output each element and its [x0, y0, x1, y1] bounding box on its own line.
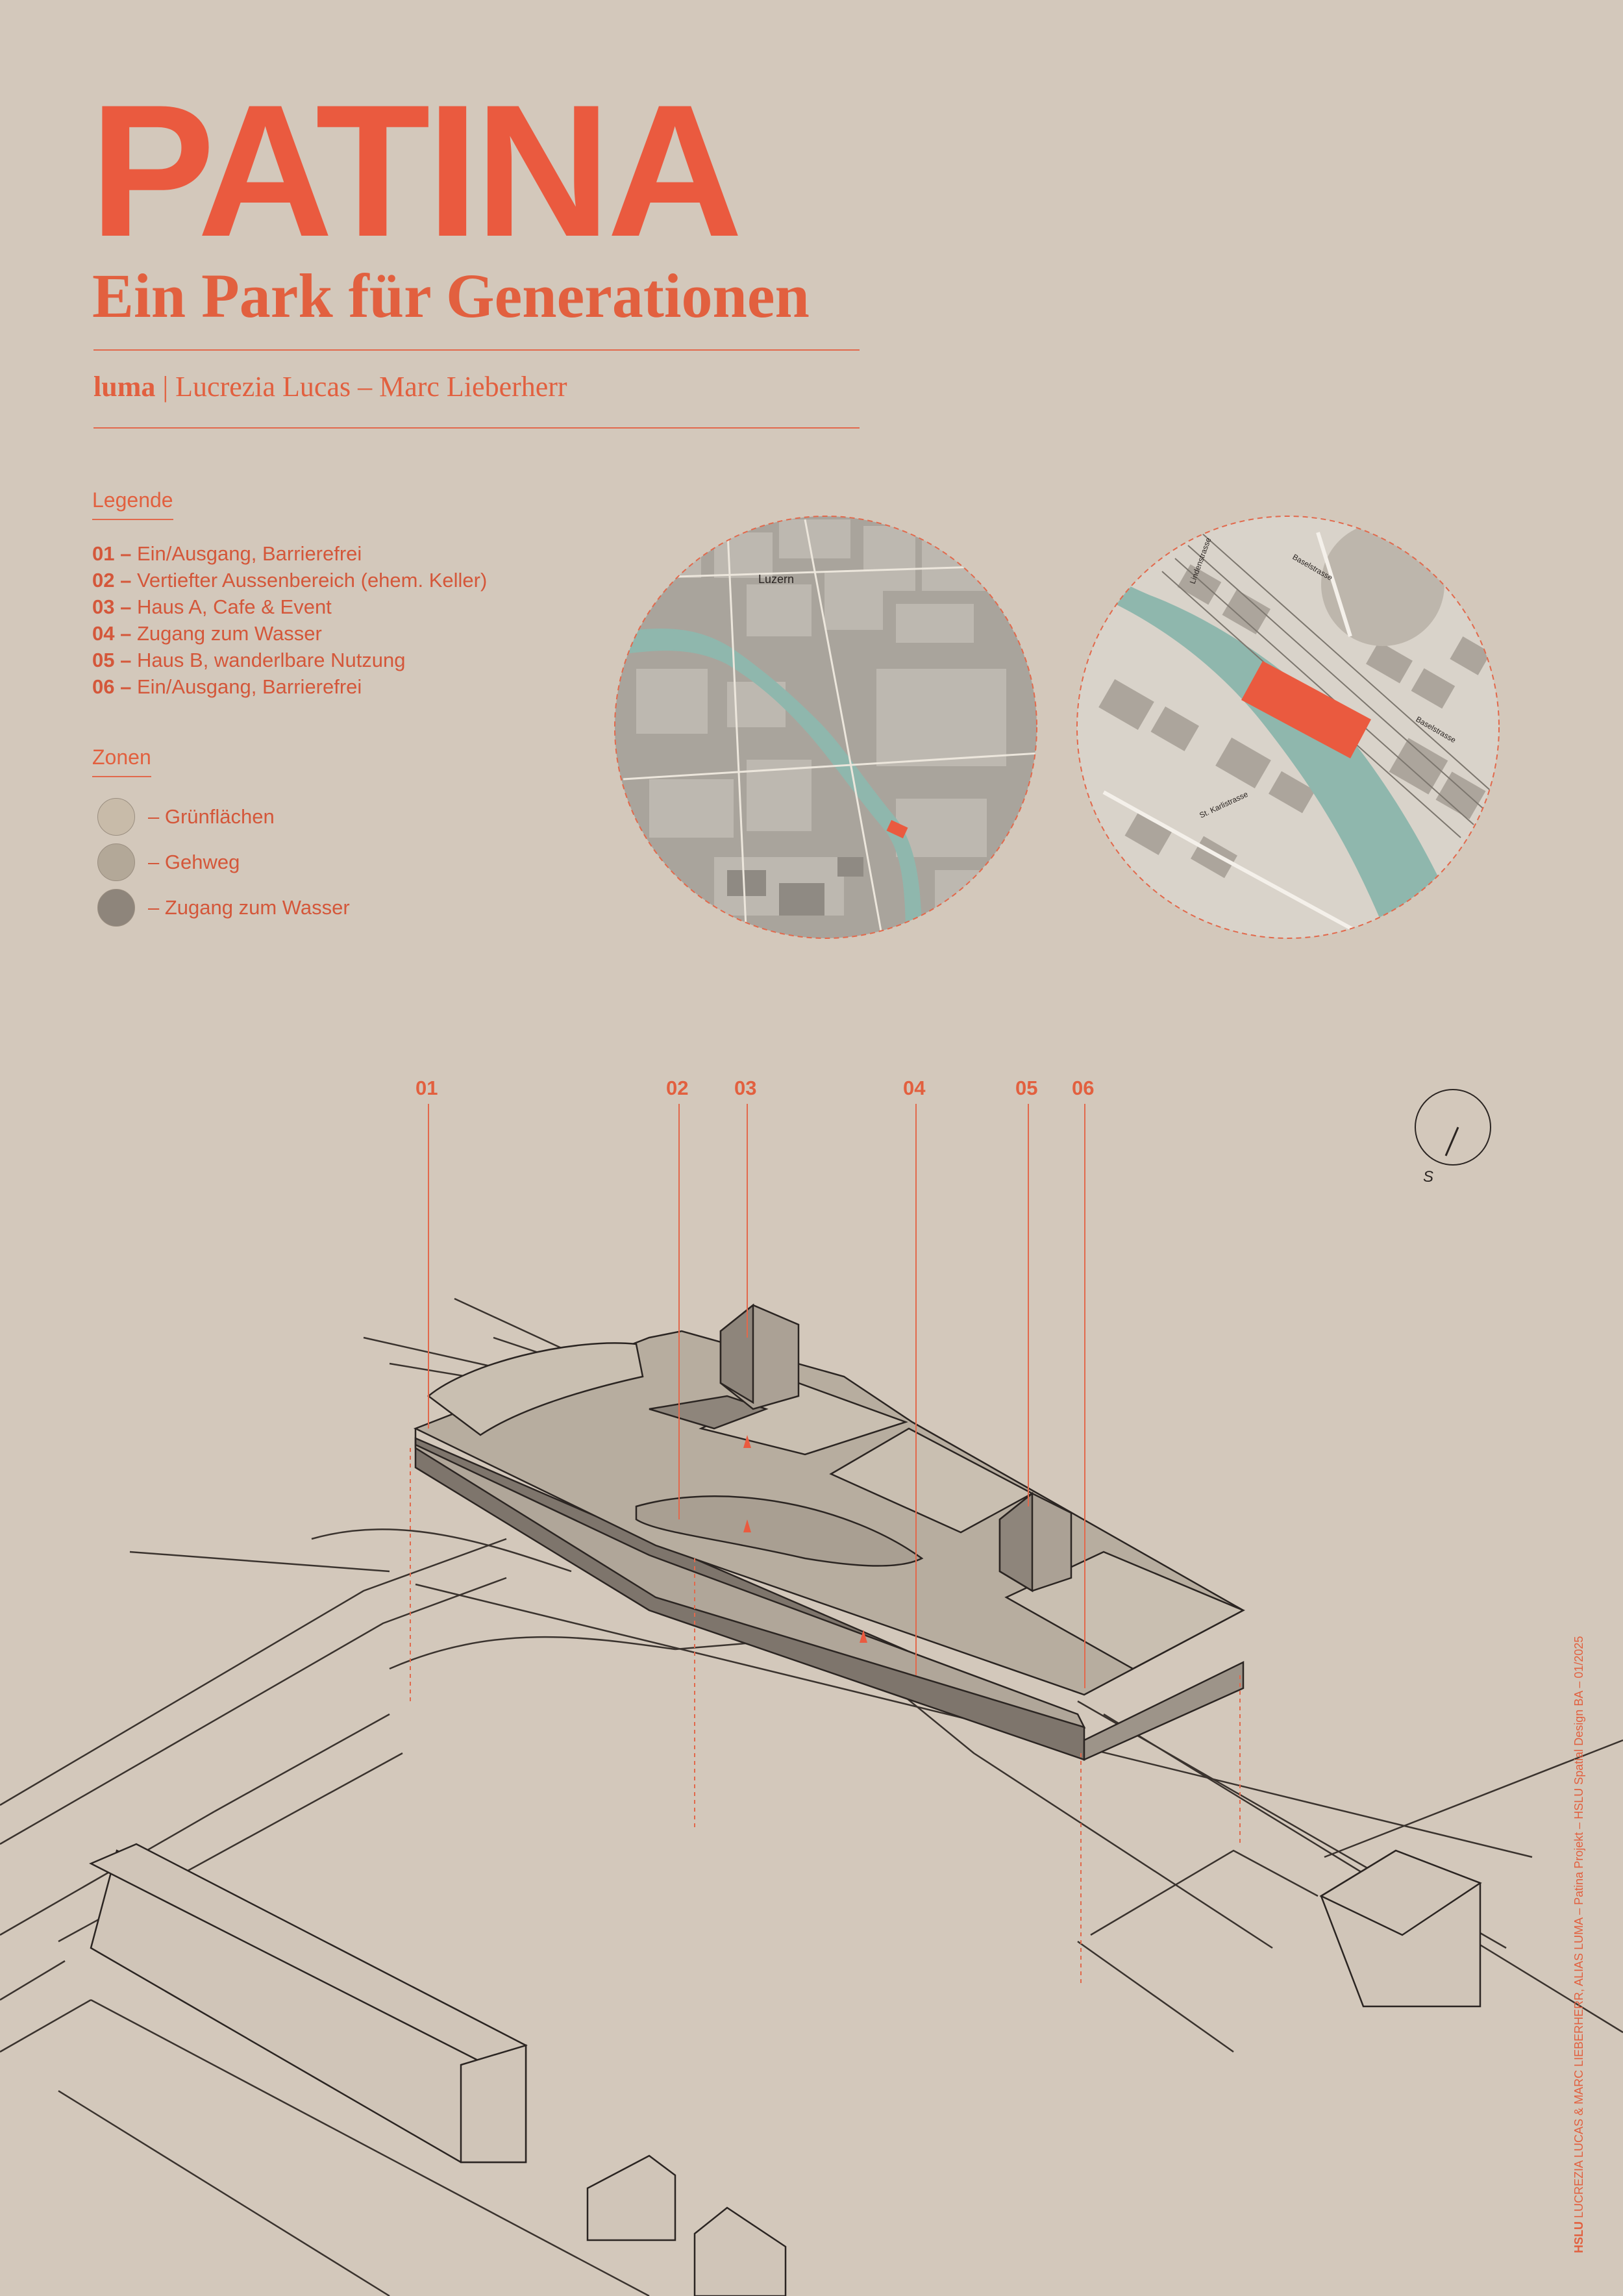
zone-swatch	[97, 798, 135, 836]
zone-swatch	[97, 843, 135, 881]
legend-list: 01 – Ein/Ausgang, Barrierefrei 02 – Vert…	[92, 540, 487, 700]
zone-item: – Gehweg	[97, 843, 240, 881]
overview-map	[615, 516, 1037, 938]
legend-item: 01 – Ein/Ausgang, Barrierefrei	[92, 542, 362, 565]
callout-number: 04	[903, 1077, 926, 1099]
detail-map-border	[1076, 516, 1500, 939]
overview-map-border	[614, 516, 1037, 939]
access-arrows	[743, 1435, 867, 1643]
zone-item: – Grünflächen	[97, 798, 275, 836]
compass	[1415, 1089, 1491, 1166]
callout-projection-lines	[410, 1448, 1241, 1987]
footer-credit: HSLU LUCREZIA LUCAS & MARC LIEBERHERR, A…	[1572, 1636, 1586, 2253]
map-city-label: Luzern	[758, 573, 794, 586]
author-names: Lucrezia Lucas – Marc Lieberherr	[175, 371, 567, 403]
callout-leaders	[428, 1104, 1085, 1688]
studio-name: luma	[93, 371, 156, 403]
legend-item: 05 – Haus B, wanderlbare Nutzung	[92, 649, 406, 671]
footer-text: LUCREZIA LUCAS & MARC LIEBERHERR, ALIAS …	[1572, 1636, 1585, 2218]
divider	[93, 427, 860, 429]
callout-number: 03	[734, 1077, 757, 1099]
legend-item: 03 – Haus A, Cafe & Event	[92, 595, 332, 618]
legend-heading: Legende	[92, 488, 173, 520]
compass-label: S	[1423, 1168, 1433, 1186]
callout-number: 06	[1072, 1077, 1095, 1099]
zones-heading: Zonen	[92, 745, 151, 777]
poster-title: PATINA	[90, 66, 743, 276]
footer-brand: HSLU	[1572, 2221, 1585, 2253]
author-line: luma | Lucrezia Lucas – Marc Lieberherr	[93, 370, 567, 403]
callout-number: 02	[666, 1077, 689, 1099]
park-axonometric	[413, 1303, 1245, 1761]
legend-item: 06 – Ein/Ausgang, Barrierefrei	[92, 675, 362, 698]
separator: |	[162, 371, 176, 403]
divider	[93, 349, 860, 351]
legend-item: 04 – Zugang zum Wasser	[92, 622, 322, 645]
zone-swatch	[97, 889, 135, 927]
callout-number: 01	[415, 1077, 438, 1099]
legend-item: 02 – Vertiefter Aussenbereich (ehem. Kel…	[92, 569, 488, 592]
zone-label: – Gehweg	[148, 851, 240, 873]
zone-label: – Zugang zum Wasser	[148, 896, 350, 919]
zone-item: – Zugang zum Wasser	[97, 889, 350, 927]
callout-number: 05	[1015, 1077, 1038, 1099]
context-buildings	[89, 1843, 1482, 2296]
poster-subtitle: Ein Park für Generationen	[92, 261, 810, 331]
zone-label: – Grünflächen	[148, 805, 275, 828]
